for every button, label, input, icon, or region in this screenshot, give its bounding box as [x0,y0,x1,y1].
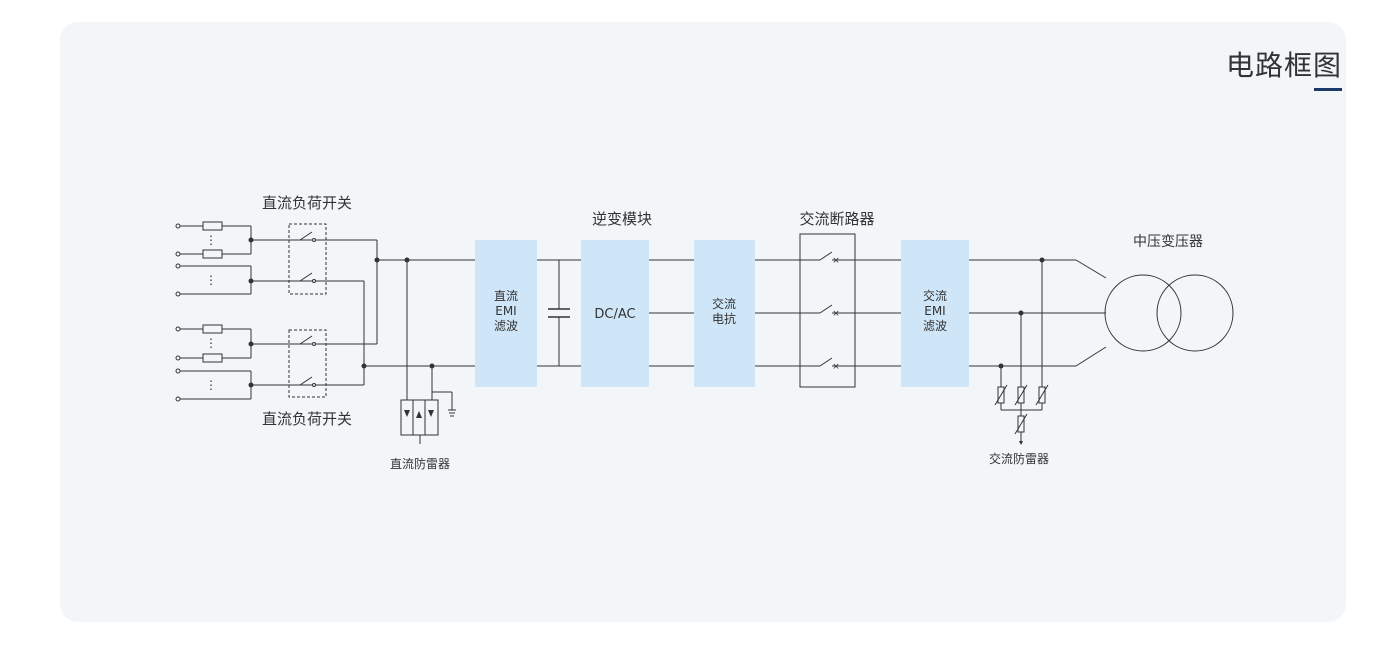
svg-text:×: × [832,256,840,266]
ellipsis-2: ⋮ [205,273,217,287]
transformer-primary-winding [1104,274,1182,352]
title-underline [1314,88,1342,91]
ac-reactor-block: 交流 电抗 [694,240,755,387]
transformer-secondary-winding [1156,274,1234,352]
svg-text:交流: 交流 [923,288,947,303]
ac-emi-filter-block: 交流 EMI 滤波 [901,240,969,387]
svg-text:电抗: 电抗 [712,311,736,326]
junction-dots [248,237,1045,388]
svg-text:滤波: 滤波 [923,319,947,333]
dcac-block: DC/AC [581,240,649,387]
dc-spd-symbol [400,260,456,444]
dc-load-switch-box-2 [288,329,327,398]
label-dc-spd: 直流防雷器 [390,456,450,471]
ellipsis-4: ⋮ [205,378,217,392]
pv-input-group-1 [175,221,312,297]
pv-input-group-2 [175,324,312,402]
svg-text:DC/AC: DC/AC [594,307,635,322]
svg-text:滤波: 滤波 [494,319,518,333]
label-dc-load-switch-top: 直流负荷开关 [262,194,352,212]
label-inverter-module: 逆变模块 [592,210,652,228]
label-ac-breaker: 交流断路器 [799,210,874,228]
label-mv-transformer: 中压变压器 [1133,234,1203,250]
ac-spd-symbol [994,260,1049,441]
svg-text:直流: 直流 [494,289,518,303]
svg-text:×: × [832,362,840,372]
svg-text:EMI: EMI [924,304,945,318]
ellipsis-1: ⋮ [205,233,217,247]
svg-text:×: × [832,309,840,319]
svg-text:EMI: EMI [495,304,516,318]
ac-breaker-box [799,233,856,388]
dc-emi-filter-block: 直流 EMI 滤波 [475,240,537,387]
page-title: 电路框图 [1225,49,1342,82]
label-dc-load-switch-bottom: 直流负荷开关 [262,410,352,428]
dc-load-switch-box-1 [288,223,327,295]
label-ac-spd: 交流防雷器 [989,451,1049,466]
svg-text:交流: 交流 [712,296,736,311]
ellipsis-3: ⋮ [205,336,217,350]
